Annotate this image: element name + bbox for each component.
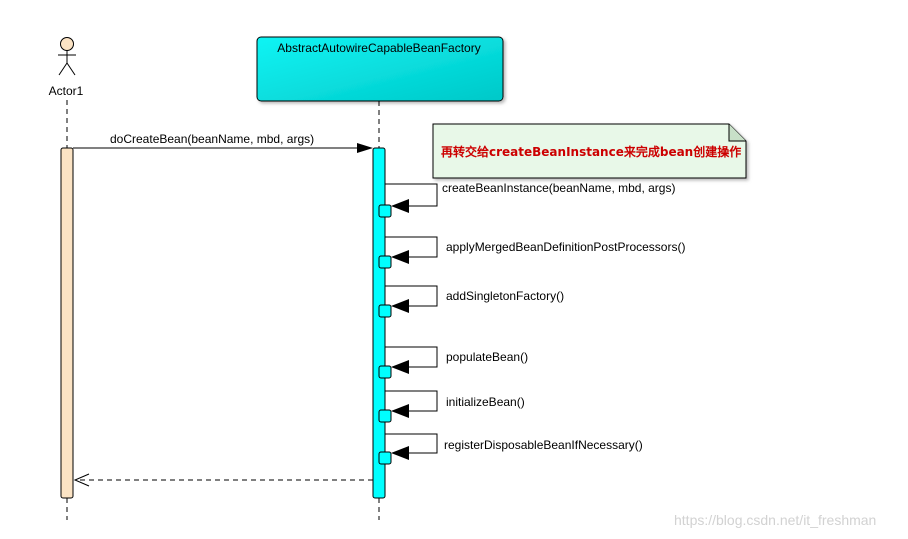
self-call-line — [385, 183, 438, 207]
self-call-line — [385, 285, 438, 307]
self-call-arrowhead — [391, 404, 409, 418]
self-call-label: createBeanInstance(beanName, mbd, args) — [442, 181, 675, 195]
actor-icon — [58, 37, 76, 76]
actor-name: Actor1 — [49, 84, 84, 98]
lifeline-header[interactable] — [256, 36, 504, 102]
nested-activation — [378, 451, 392, 465]
nested-activation — [378, 204, 392, 218]
note-fold — [728, 124, 746, 142]
self-call-label: populateBean() — [446, 350, 528, 364]
self-call-line — [385, 346, 438, 368]
self-call-line — [385, 390, 438, 412]
self-call-line — [385, 433, 438, 454]
main-call-arrowhead — [357, 143, 373, 153]
watermark: https://blog.csdn.net/it_freshman — [674, 512, 877, 528]
self-call-arrowhead — [391, 360, 409, 374]
self-call-1: createBeanInstance(beanName, mbd, args) — [378, 181, 675, 218]
self-call-label: registerDisposableBeanIfNecessary() — [444, 438, 643, 452]
self-call-5: initializeBean() — [378, 390, 525, 423]
lifeline-name: AbstractAutowireCapableBeanFactory — [277, 41, 480, 55]
self-call-label: initializeBean() — [446, 395, 525, 409]
nested-activation — [378, 365, 392, 379]
note: 再转交给createBeanInstance来完成bean创建操作 — [432, 123, 747, 179]
self-call-4: populateBean() — [378, 346, 528, 379]
self-call-arrowhead — [391, 250, 409, 264]
factory-activation-bar — [372, 147, 386, 499]
self-call-line — [385, 236, 438, 258]
note-shape — [432, 123, 747, 179]
self-call-arrowhead — [391, 199, 409, 213]
nested-activation — [378, 255, 392, 269]
nested-activation — [378, 409, 392, 423]
self-call-label: applyMergedBeanDefinitionPostProcessors(… — [446, 240, 685, 254]
return-arrowhead — [73, 473, 90, 487]
self-call-2: applyMergedBeanDefinitionPostProcessors(… — [378, 236, 685, 269]
main-call-label: doCreateBean(beanName, mbd, args) — [110, 132, 314, 146]
self-call-arrowhead — [391, 299, 409, 313]
self-call-3: addSingletonFactory() — [378, 285, 564, 318]
actor-activation-bar — [60, 147, 74, 499]
nested-activation — [378, 304, 392, 318]
note-text: 再转交给createBeanInstance来完成bean创建操作 — [441, 144, 741, 159]
self-call-6: registerDisposableBeanIfNecessary() — [378, 433, 643, 465]
self-call-arrowhead — [391, 446, 409, 460]
self-call-label: addSingletonFactory() — [446, 289, 564, 303]
